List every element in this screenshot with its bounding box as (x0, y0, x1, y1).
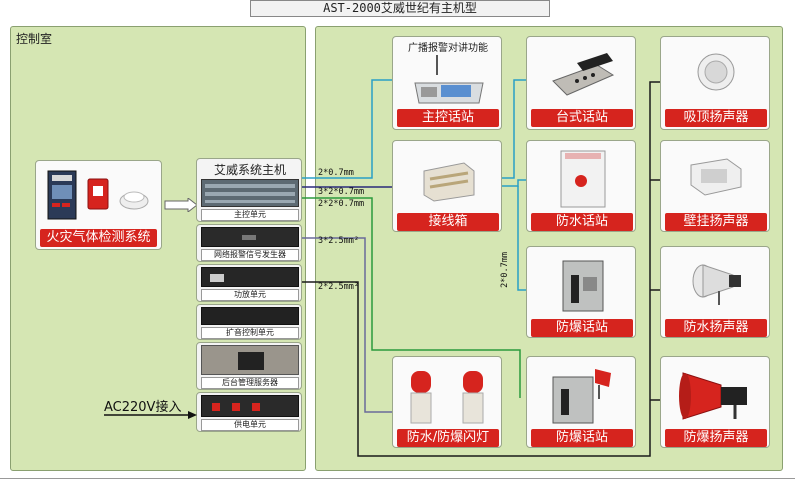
explosion-station-1-label: 防爆话站 (531, 319, 633, 337)
wire-label-1: 2*0.7mm (318, 168, 354, 178)
wire-label-2: 3*2*0.7mm (318, 187, 365, 197)
wire-master-station (302, 79, 392, 179)
ac-input-label: AC220V接入 (104, 400, 182, 415)
waterproof-phone-icon (560, 150, 606, 208)
junction-box-icon (423, 162, 475, 202)
ceiling-speaker-card: 吸顶扬声器 (660, 36, 770, 130)
waterproof-station-label: 防水话站 (531, 213, 633, 231)
bottom-rule (0, 478, 795, 479)
control-room-label: 控制室 (16, 32, 53, 46)
unit-label-main: 主控单元 (201, 209, 299, 221)
master-station-card: 广播报警对讲功能 主控话站 (392, 36, 502, 130)
desk-phone-icon (552, 53, 615, 96)
ceiling-speaker-icon (697, 53, 735, 91)
wall-speaker-label: 壁挂扬声器 (665, 213, 767, 231)
wire-label-5: 2*2.5mm² (318, 282, 359, 292)
unit-label-amp: 功放单元 (201, 289, 299, 301)
wire-explosion-station (302, 197, 521, 398)
pa-control-rack-icon (201, 307, 299, 325)
host-main-unit: 艾威系统主机 主控单元 (196, 158, 302, 222)
explosion-speaker-label: 防爆扬声器 (665, 429, 767, 447)
horn-speaker-icon (692, 264, 741, 305)
power-unit: 供电单元 (196, 392, 302, 432)
explosion-station-2-label: 防爆话站 (531, 429, 633, 447)
desk-station-label: 台式话站 (531, 109, 633, 127)
broadcast-label: 广播报警对讲功能 (408, 43, 488, 54)
pa-control-unit: 扩音控制单元 (196, 304, 302, 340)
ceiling-speaker-label: 吸顶扬声器 (665, 109, 767, 127)
wire-label-4: 3*2.5mm² (318, 236, 359, 246)
junction-box-card: 接线箱 (392, 140, 502, 232)
explosion-phone-beacon-icon (552, 369, 611, 424)
waterproof-speaker-label: 防水扬声器 (665, 319, 767, 337)
waterproof-speaker-card: 防水扬声器 (660, 246, 770, 338)
wall-speaker-card: 壁挂扬声器 (660, 140, 770, 232)
explosion-phone-icon (562, 260, 604, 312)
fire-system-card: 火灾气体检测系统 (35, 160, 162, 250)
wire-label-3: 2*2*0.7mm (318, 199, 365, 209)
fire-detection-devices-icon (47, 170, 149, 220)
ac-input-arrow-icon (104, 411, 197, 419)
desk-station-card: 台式话站 (526, 36, 636, 130)
waterproof-station-card: 防水话站 (526, 140, 636, 232)
alarm-generator-unit: 网络报警信号发生器 (196, 224, 302, 262)
unit-label-power: 供电单元 (201, 419, 299, 431)
explosion-horn-icon (679, 372, 747, 420)
master-console-icon (414, 55, 484, 104)
server-rack-icon (201, 345, 299, 375)
unit-label-server: 后台管理服务器 (201, 377, 299, 389)
unit-label-pa: 扩音控制单元 (201, 327, 299, 339)
explosion-lamp-card: 防水/防爆闪灯 (392, 356, 502, 448)
server-unit: 后台管理服务器 (196, 342, 302, 390)
explosion-station-1-card: 防爆话站 (526, 246, 636, 338)
fire-system-label: 火灾气体检测系统 (40, 229, 157, 247)
junction-box-label: 接线箱 (397, 213, 499, 231)
wall-speaker-icon (690, 158, 742, 196)
wire-lamps (302, 237, 392, 413)
explosion-station-2-card: 防爆话站 (526, 356, 636, 448)
master-station-label: 主控话站 (397, 109, 499, 127)
wire-speaker-trunk (302, 81, 660, 457)
explosion-speaker-card: 防爆扬声器 (660, 356, 770, 448)
power-rack-icon (201, 395, 299, 417)
diagram-title: AST-2000艾威世纪有主机型 (250, 0, 550, 17)
main-control-rack-icon (201, 179, 299, 207)
wire-label-6: 2*0.7mm (500, 252, 510, 288)
amplifier-rack-icon (201, 267, 299, 287)
strobe-lamps-icon (410, 371, 484, 424)
host-title: 艾威系统主机 (213, 163, 286, 177)
amplifier-unit: 功放单元 (196, 264, 302, 302)
double-arrow-icon (164, 198, 198, 212)
alarm-generator-rack-icon (201, 227, 299, 247)
unit-label-alarm: 网络报警信号发生器 (201, 249, 299, 261)
explosion-lamp-label: 防水/防爆闪灯 (397, 429, 499, 447)
